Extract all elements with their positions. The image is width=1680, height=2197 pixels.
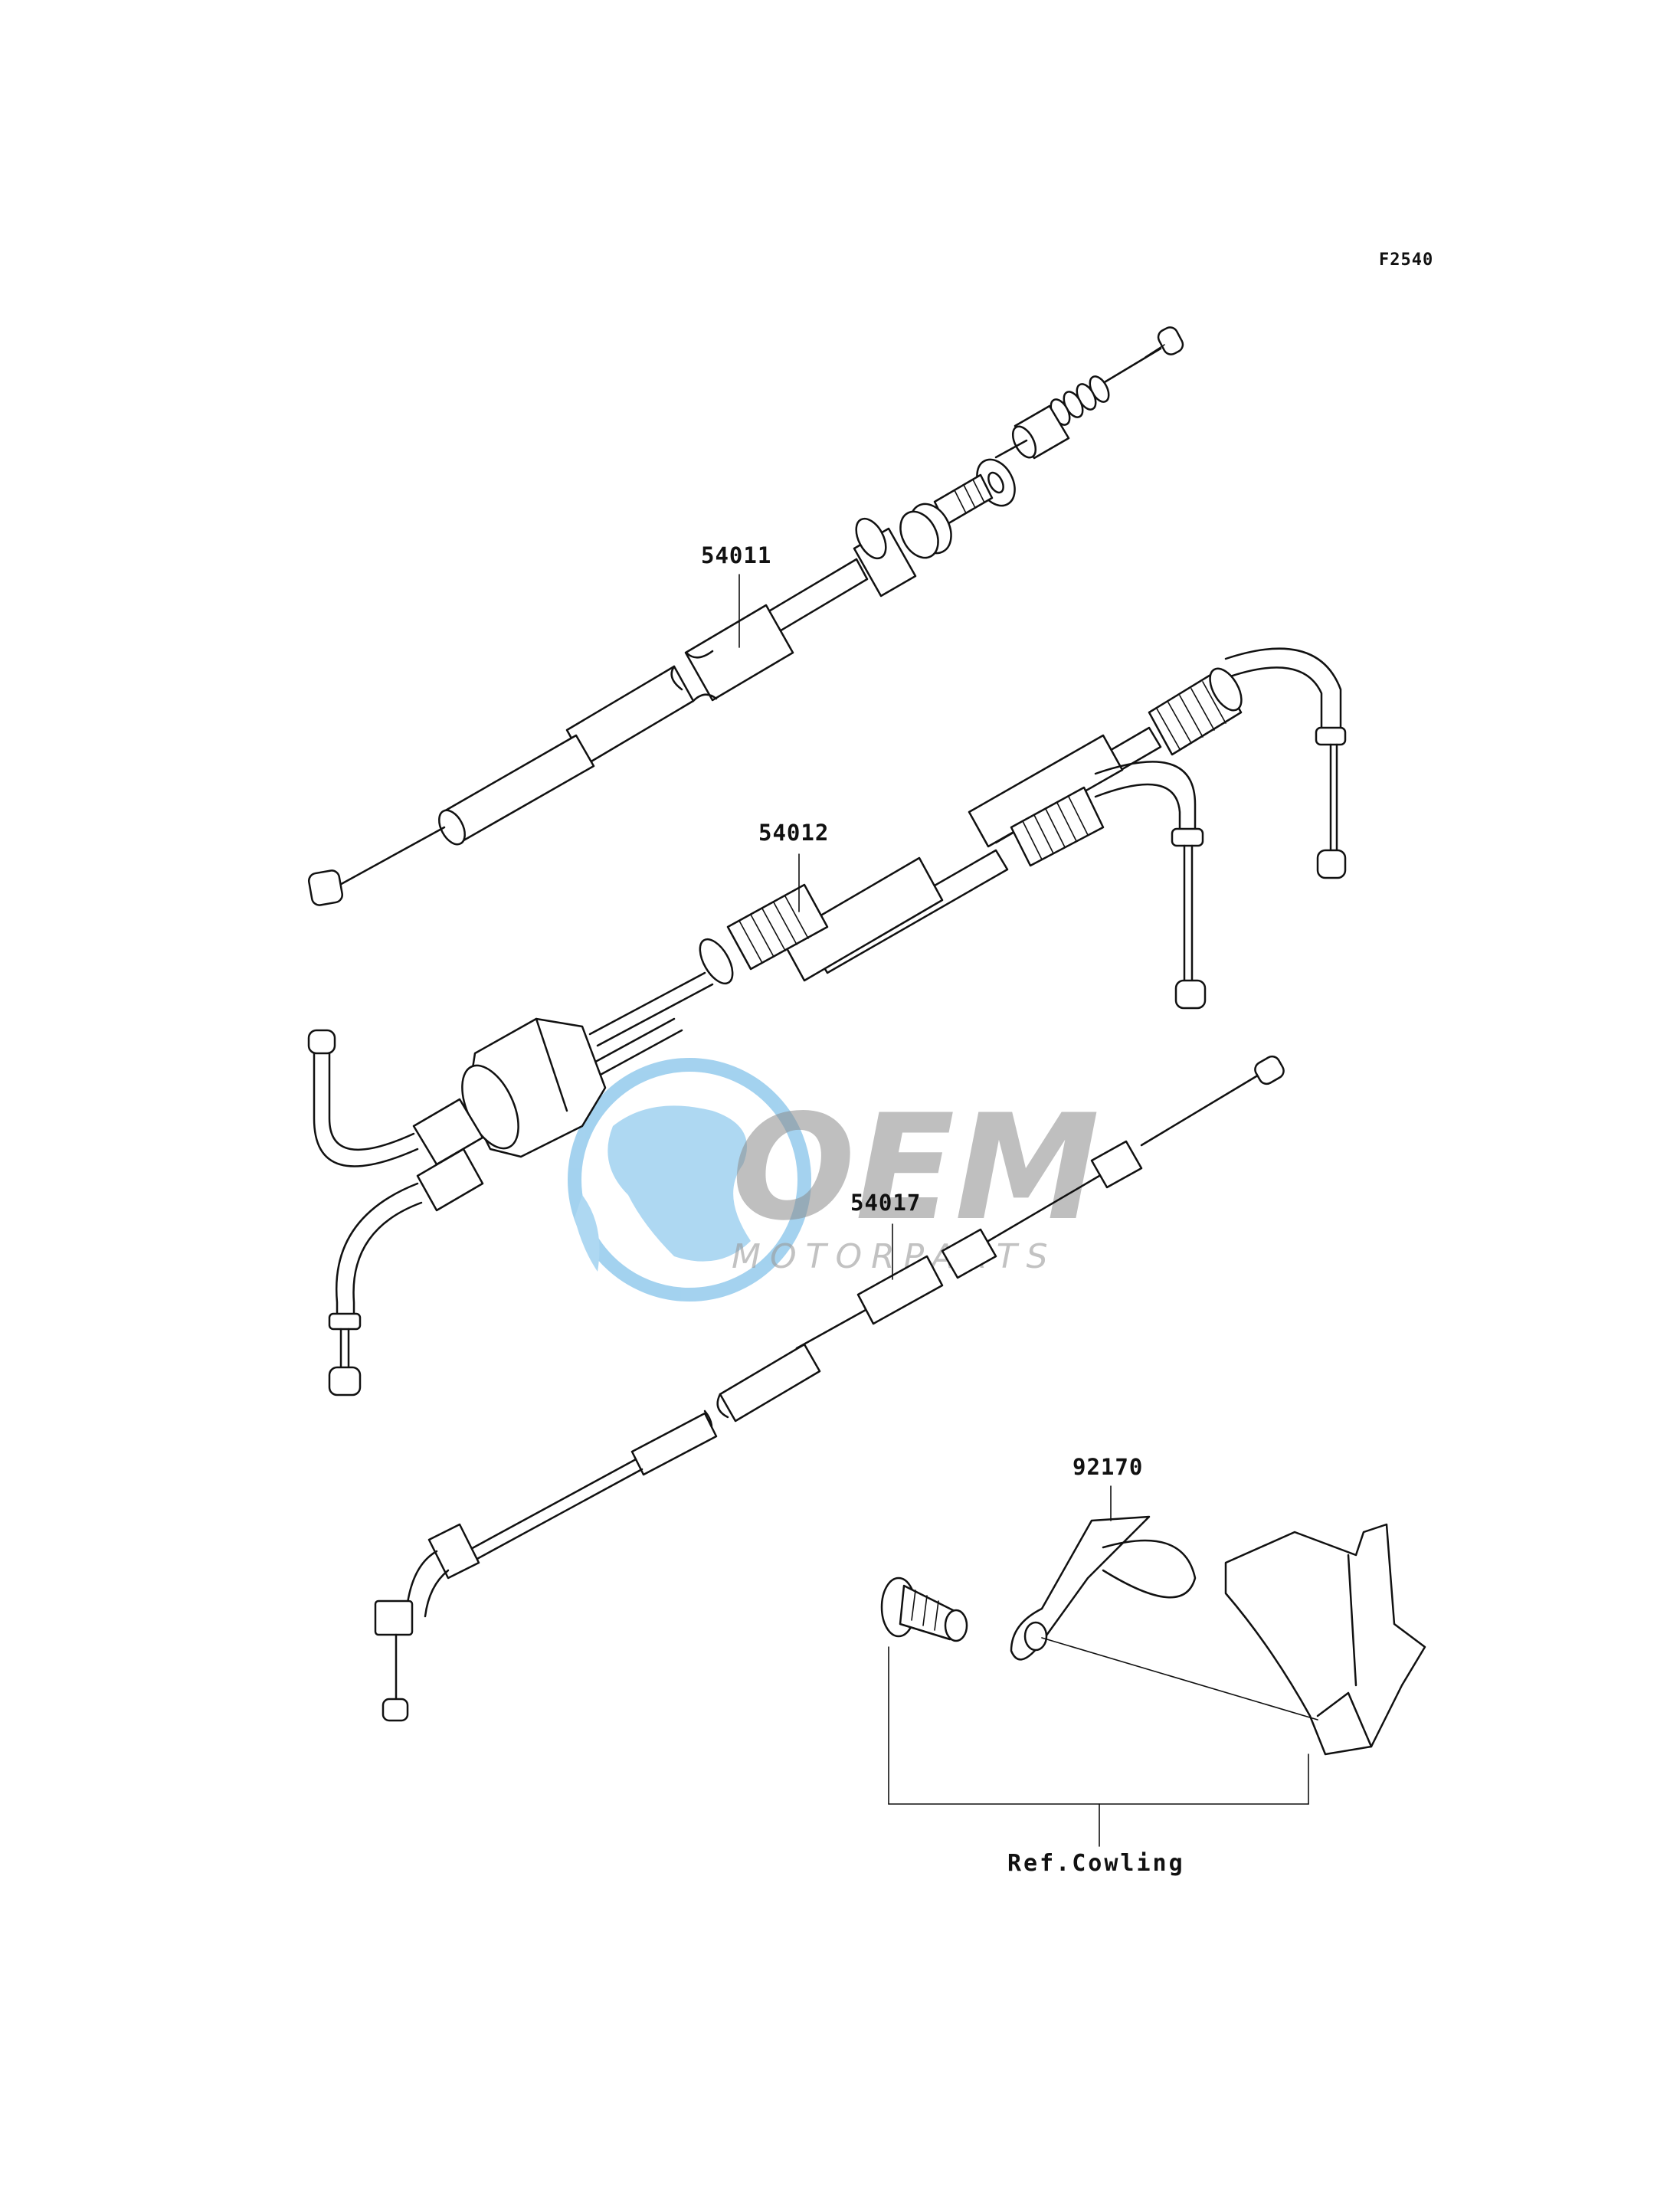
ref-cowling-label: Ref.Cowling — [1007, 1850, 1185, 1877]
figure-code: F2540 — [1379, 250, 1433, 270]
part-label-54012: 54012 — [758, 820, 829, 846]
bracket-92170 — [880, 1515, 1426, 1756]
cable-54017 — [374, 1055, 1285, 1722]
ref-leader-bracket — [1041, 1637, 1318, 1721]
part-label-54017: 54017 — [850, 1190, 921, 1216]
cable-54012 — [307, 647, 1347, 1396]
watermark-sub: MOTORPARTS — [732, 1237, 1057, 1276]
part-label-54011: 54011 — [701, 542, 771, 568]
part-label-92170: 92170 — [1073, 1454, 1143, 1480]
globe-icon — [568, 1058, 811, 1302]
cable-54011 — [307, 326, 1184, 906]
watermark-main: OEM — [732, 1083, 1099, 1252]
oem-watermark: OEM MOTORPARTS — [568, 1058, 1099, 1302]
